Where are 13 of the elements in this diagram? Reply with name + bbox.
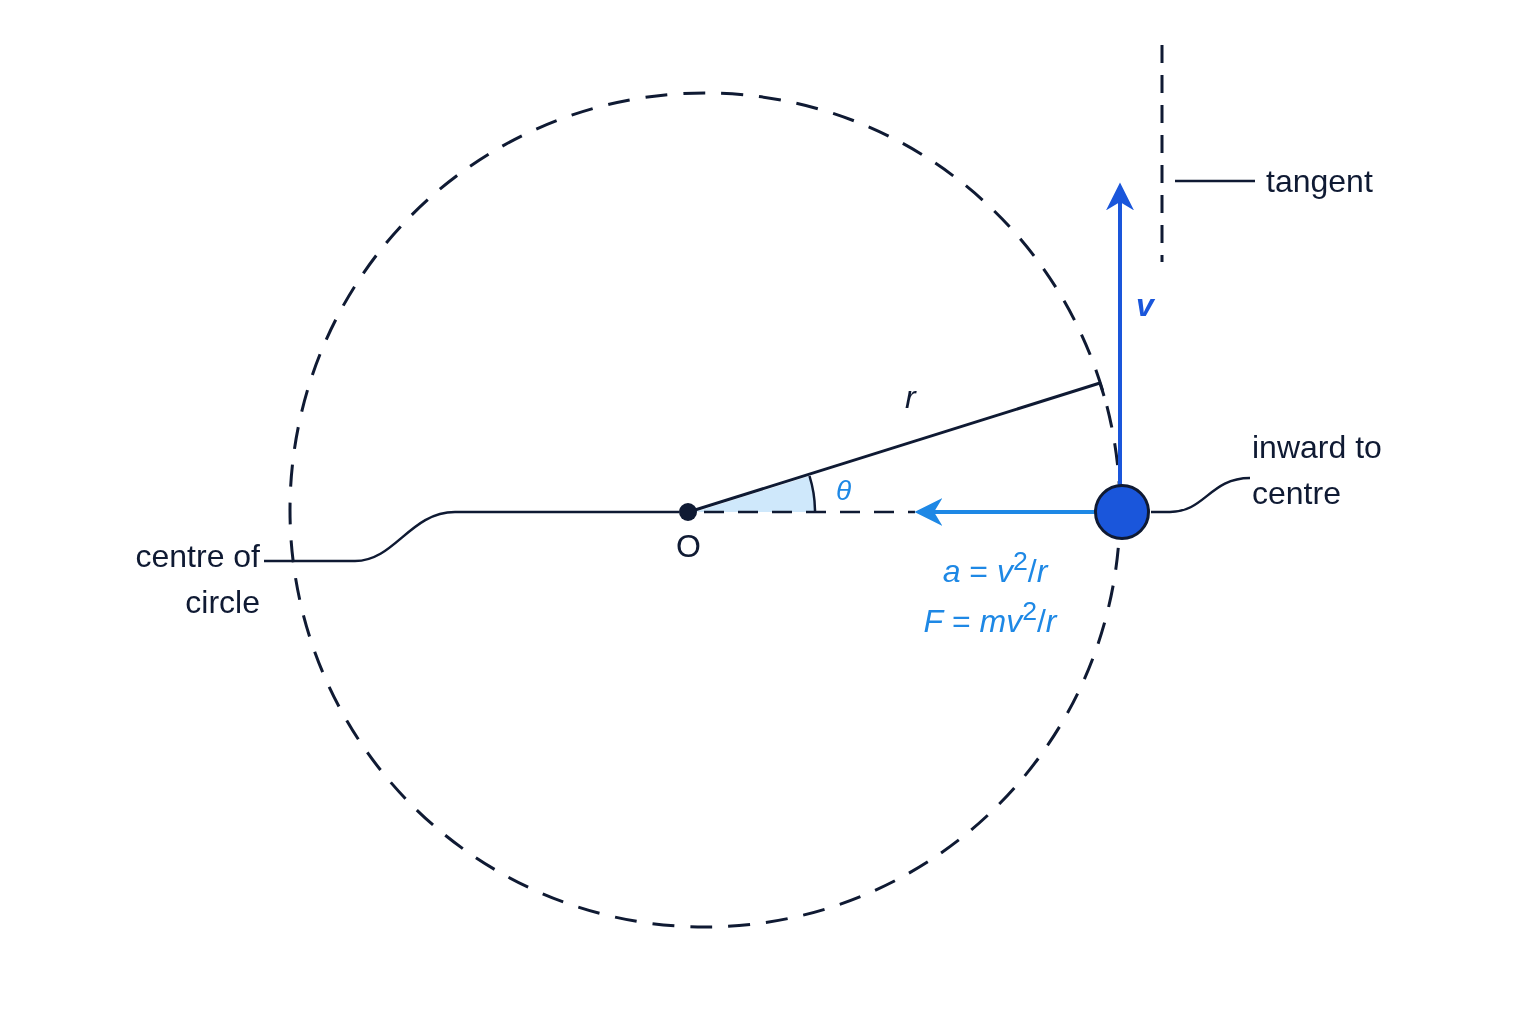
point-label: O: [676, 527, 700, 566]
angle-label: θ: [836, 474, 853, 508]
annotation-label: inward to centre: [1252, 424, 1390, 516]
formula-text: F = mv$^{2}$/r: [922, 595, 1059, 641]
annotation-label: centre of circle: [128, 533, 260, 625]
leader-line: [1151, 476, 1251, 514]
annotation-label: tangent: [1266, 158, 1416, 204]
formula-text: a = v$^{2}$/r: [941, 545, 1050, 591]
leader-line: [264, 510, 679, 563]
leader-line: [1175, 179, 1255, 183]
velocity-label: v: [1136, 286, 1156, 325]
radius-label: r: [905, 378, 918, 417]
particle-ball: [1094, 484, 1150, 540]
